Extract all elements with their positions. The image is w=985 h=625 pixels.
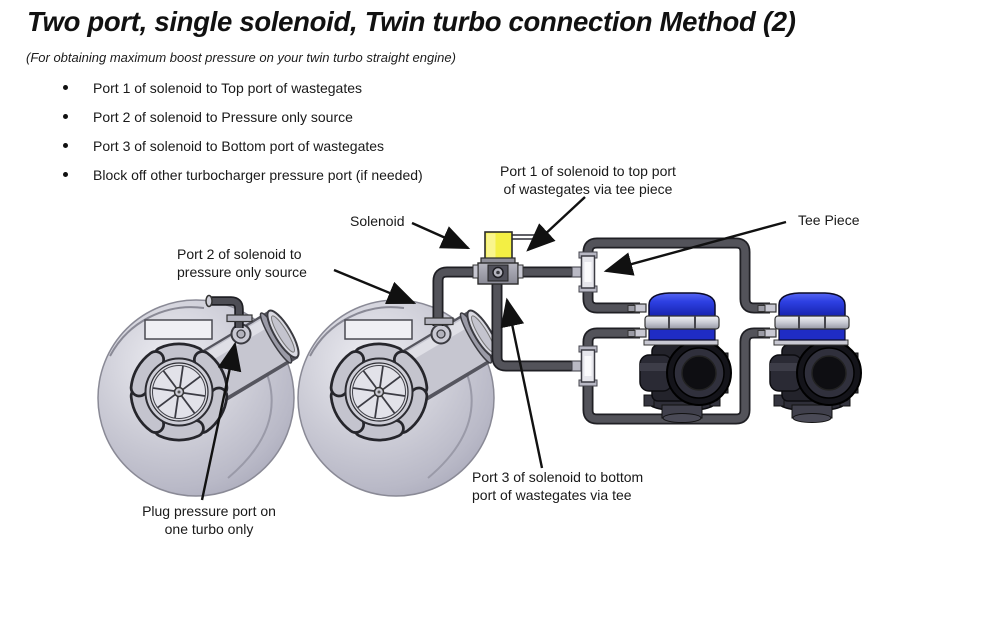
bullet-text: Port 1 of solenoid to Top port of wasteg…: [93, 80, 363, 96]
bullet-dot: [63, 172, 68, 177]
label-port2-source: Port 2 of solenoid to pressure only sour…: [177, 246, 307, 280]
tee-piece-bottom: [571, 345, 598, 387]
bullet-text: Port 3 of solenoid to Bottom port of was…: [93, 138, 385, 154]
tee-piece-top: [571, 251, 598, 293]
bullet-item: Port 2 of solenoid to Pressure only sour…: [63, 109, 423, 126]
bullet-text: Block off other turbocharger pressure po…: [93, 167, 423, 183]
label-port1-to-top: Port 1 of solenoid to top port of wasteg…: [500, 163, 676, 197]
label-tee-piece: Tee Piece: [798, 212, 860, 228]
bullet-text: Port 2 of solenoid to Pressure only sour…: [93, 109, 353, 125]
plugged-pressure-port: [205, 294, 253, 328]
bullet-dot: [63, 114, 68, 119]
bullet-item: Block off other turbocharger pressure po…: [63, 167, 423, 184]
annotation-arrows: [200, 196, 787, 501]
turbo-left: [98, 300, 304, 496]
bullet-item: Port 1 of solenoid to Top port of wasteg…: [63, 80, 423, 97]
wastegate-right: [757, 292, 862, 424]
bullet-list: Port 1 of solenoid to Top port of wasteg…: [63, 80, 423, 196]
pipework: [424, 237, 770, 425]
bullet-item: Port 3 of solenoid to Bottom port of was…: [63, 138, 423, 155]
page-subtitle: (For obtaining maximum boost pressure on…: [26, 50, 456, 65]
turbo-right: [298, 300, 504, 496]
wastegate-left: [627, 292, 732, 424]
page-title: Two port, single solenoid, Twin turbo co…: [27, 6, 796, 37]
label-port3-to-bottom: Port 3 of solenoid to bottom port of was…: [472, 469, 644, 503]
bullet-dot: [63, 143, 68, 148]
solenoid-valve: [472, 231, 543, 285]
bullet-dot: [63, 85, 68, 90]
label-solenoid: Solenoid: [350, 213, 405, 229]
label-plug-pressure-port: Plug pressure port on one turbo only: [142, 503, 276, 537]
